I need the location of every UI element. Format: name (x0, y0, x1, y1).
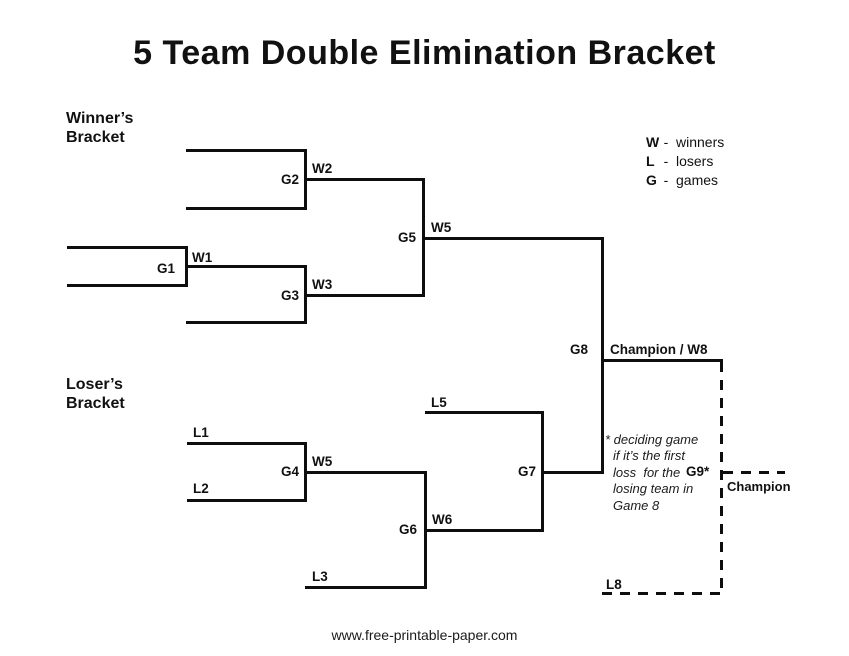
label-g7: G7 (518, 464, 537, 479)
label-g3: G3 (281, 288, 300, 303)
legend-separator: - (663, 134, 669, 150)
label-l1: L1 (193, 425, 209, 440)
page-title: 5 Team Double Elimination Bracket (133, 34, 716, 72)
label-w2: W2 (312, 161, 333, 176)
w3-line (305, 294, 425, 297)
deciding-game-note: * deciding game if it’s the first loss f… (605, 432, 699, 513)
l2-line (187, 499, 307, 502)
label-g8: G8 (570, 342, 589, 357)
legend-row-games: G - games (646, 172, 724, 191)
legend: W - winners L - losers G - games (646, 134, 724, 191)
losers-bracket-header: Loser’s Bracket (66, 376, 125, 412)
label-l3: L3 (312, 569, 328, 584)
g7-winner-line (542, 471, 604, 474)
g8-join-line (601, 237, 604, 474)
label-g4: G4 (281, 464, 300, 479)
label-l5: L5 (431, 395, 447, 410)
footer-url: www.free-printable-paper.com (331, 627, 518, 643)
legend-separator: - (663, 172, 669, 188)
legend-row-losers: L - losers (646, 153, 724, 172)
label-g2: G2 (281, 172, 300, 187)
g9-join-dashed-line (720, 362, 723, 595)
legend-key-w: W (646, 134, 660, 150)
legend-row-winners: W - winners (646, 134, 724, 153)
label-l2: L2 (193, 481, 209, 496)
winners-bracket-header: Winner’s Bracket (66, 110, 134, 146)
l5-line (425, 411, 544, 414)
label-final-champion: Champion (727, 479, 791, 494)
label-w5-losers: W5 (312, 454, 333, 469)
legend-separator: - (663, 153, 669, 169)
g2-top-line (186, 149, 307, 152)
legend-key-g: G (646, 172, 657, 188)
w1-line (186, 265, 307, 268)
label-w3: W3 (312, 277, 333, 292)
label-g9: G9* (686, 464, 710, 479)
legend-key-l: L (646, 153, 655, 169)
legend-desc-losers: losers (676, 153, 714, 169)
champion-w8-line (602, 359, 723, 362)
w5-line (423, 237, 604, 240)
g3-bottom-line (186, 321, 307, 324)
g2-bottom-line (186, 207, 307, 210)
label-g5: G5 (398, 230, 417, 245)
legend-desc-winners: winners (676, 134, 725, 150)
g9-winner-dashed-line (723, 471, 785, 474)
label-w6: W6 (432, 512, 453, 527)
label-l8: L8 (606, 577, 622, 592)
label-champion-w8: Champion / W8 (610, 342, 708, 357)
l1-line (187, 442, 307, 445)
g1-top-line (67, 246, 188, 249)
label-g1: G1 (157, 261, 176, 276)
w6-line (425, 529, 544, 532)
g1-bottom-line (67, 284, 188, 287)
w2-line (305, 178, 425, 181)
l3-line (305, 586, 427, 589)
label-w1: W1 (192, 250, 213, 265)
l8-dashed-line (602, 592, 721, 595)
legend-desc-games: games (676, 172, 719, 188)
label-g6: G6 (399, 522, 418, 537)
g4-winner-line (305, 471, 427, 474)
label-w5-winners: W5 (431, 220, 452, 235)
